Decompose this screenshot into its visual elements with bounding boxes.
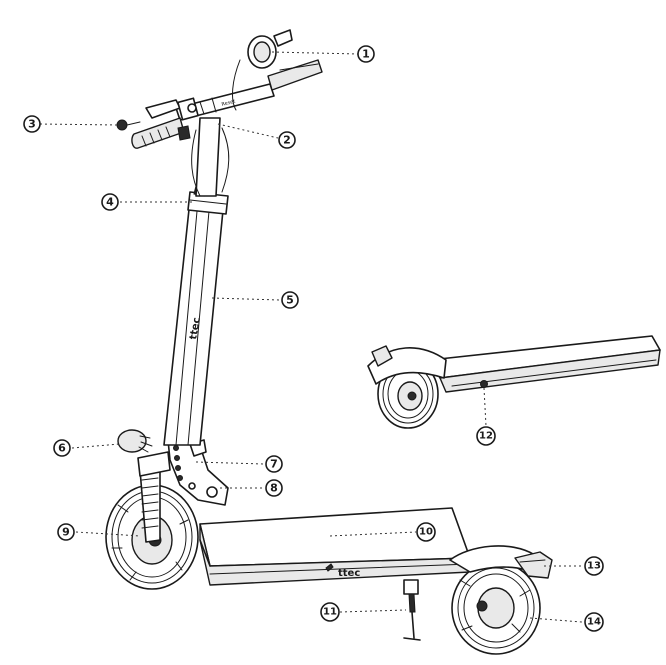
leader-lines <box>39 51 583 623</box>
callout-9-label: 9 <box>62 526 70 539</box>
upper-stem <box>191 117 230 197</box>
callout-11-label: 11 <box>323 607 337 618</box>
callout-5: 5 <box>281 291 299 309</box>
callout-14: 14 <box>584 612 604 632</box>
deck: ttec <box>199 507 471 586</box>
callout-11: 11 <box>320 602 340 622</box>
main-scooter: ttec <box>105 29 553 655</box>
callout-13-label: 13 <box>587 561 601 572</box>
callout-7: 7 <box>265 455 283 473</box>
brand-logo-icon <box>325 563 334 572</box>
callout-4-label: 4 <box>106 196 114 209</box>
callout-14-label: 14 <box>587 617 601 628</box>
callout-6: 6 <box>53 439 71 457</box>
rear-fender <box>449 545 553 579</box>
front-light <box>117 429 153 453</box>
front-fork <box>137 451 171 543</box>
callout-8: 8 <box>265 479 283 497</box>
callout-13: 13 <box>584 556 604 576</box>
stem-brand-label: ttec <box>188 317 203 341</box>
callout-12: 12 <box>476 426 496 446</box>
callout-12-label: 12 <box>479 431 493 442</box>
callout-5-label: 5 <box>286 294 294 307</box>
kickstand <box>403 579 421 641</box>
callout-10: 10 <box>416 522 436 542</box>
callout-8-label: 8 <box>270 482 278 495</box>
handlebar: Reset <box>116 29 323 149</box>
callout-1: 1 <box>357 45 375 63</box>
callout-6-label: 6 <box>58 442 66 455</box>
callout-3: 3 <box>23 115 41 133</box>
callout-3-label: 3 <box>28 118 36 131</box>
callout-2: 2 <box>278 131 296 149</box>
callout-2-label: 2 <box>283 134 291 147</box>
callout-4: 4 <box>101 193 119 211</box>
deck-brand-label: ttec <box>338 568 360 579</box>
stem: ttec <box>163 199 225 446</box>
callout-9: 9 <box>57 523 75 541</box>
rear-wheel <box>451 561 541 655</box>
callout-7-label: 7 <box>270 458 278 471</box>
rear-inset <box>367 335 661 429</box>
display-label: Reset <box>221 99 236 108</box>
callout-1-label: 1 <box>362 48 370 61</box>
callout-10-label: 10 <box>419 527 433 538</box>
